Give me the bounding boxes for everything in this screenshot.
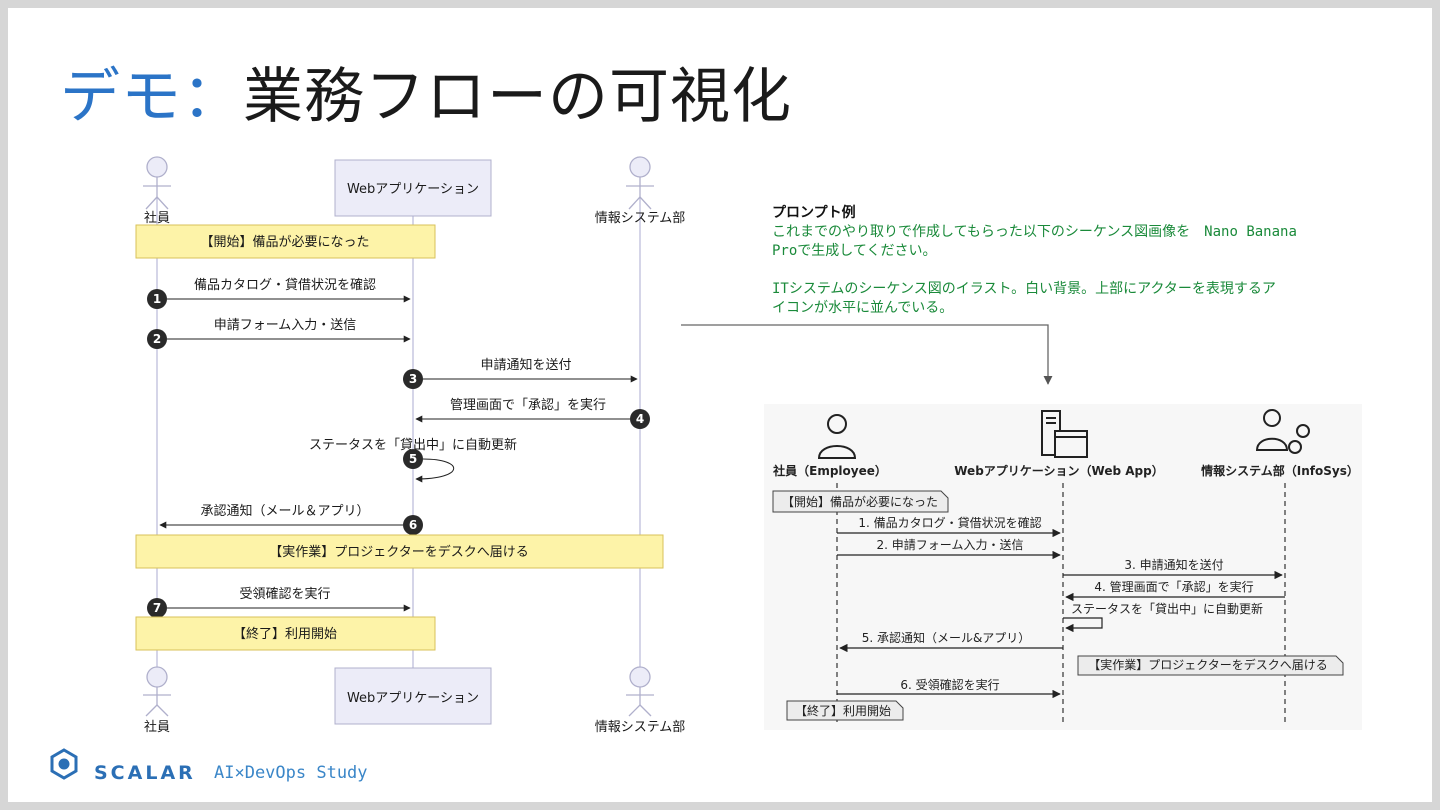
gen-step-self-label: ステータスを「貸出中」に自動更新 [1071, 601, 1263, 616]
gen-step-2-label: 2. 申請フォーム入力・送信 [877, 537, 1024, 552]
step-7-label: 受領確認を実行 [239, 586, 330, 602]
infosys-person-gear-icon [1255, 409, 1310, 454]
step-3-badge [403, 369, 423, 389]
gen-actor-employee-label: 社員（Employee） [772, 463, 887, 478]
title-accent: デモ： [60, 62, 243, 132]
note-end-label: 【終了】利用開始 [233, 626, 337, 642]
step-5-arrow [415, 458, 455, 483]
step-2-number: 2 [153, 332, 161, 346]
prompt-heading: プロンプト例 [772, 205, 856, 221]
actor-employee-bottom-label: 社員 [144, 719, 170, 735]
gen-note-end [786, 700, 904, 721]
actor-infosys-label: 情報システム部 [595, 211, 686, 226]
gen-note-work [1077, 655, 1344, 676]
slide-title: デモ：業務フローの可視化 [60, 48, 792, 135]
step-4-label: 管理画面で「承認」を実行 [450, 397, 606, 413]
step-2-label: 申請フォーム入力・送信 [214, 318, 357, 333]
footer-study: AI×DevOps Study [214, 763, 368, 783]
step-6-number: 6 [409, 518, 417, 532]
gen-step-5-label: 5. 承認通知（メール&アプリ） [862, 630, 1031, 645]
prompt-example: プロンプト例 これまでのやり取りで作成してもらった以下のシーケンス図画像を Na… [772, 204, 1392, 318]
step-5-badge [403, 449, 423, 469]
participant-webapp-bottom-box [334, 667, 492, 725]
actor-infosys-bottom-label: 情報システム部 [595, 720, 686, 735]
gen-actor-infosys-label: 情報システム部（InfoSys） [1201, 463, 1359, 478]
gen-step-self-arrow [1063, 617, 1103, 633]
step-5-number: 5 [409, 452, 417, 466]
generated-sequence-diagram: 社員（Employee） Webアプリケーション（Web App） 情報システム… [764, 404, 1362, 730]
gen-step-4-label: 4. 管理画面で「承認」を実行 [1094, 579, 1253, 594]
participant-webapp-box [334, 159, 492, 217]
step-3-number: 3 [409, 372, 417, 386]
connector-arrow [681, 324, 1053, 385]
gen-note-start [772, 490, 949, 513]
note-end [135, 616, 436, 651]
actor-employee-label: 社員 [144, 210, 170, 226]
step-1-number: 1 [153, 292, 161, 306]
step-1-badge [147, 289, 167, 309]
step-7-number: 7 [153, 601, 161, 615]
prompt-body: これまでのやり取りで作成してもらった以下のシーケンス図画像を Nano Bana… [772, 224, 1297, 316]
gen-note-start-label: 【開始】備品が必要になった [782, 494, 938, 509]
step-7-badge [147, 598, 167, 618]
gen-note-work-label: 【実作業】プロジェクターをデスクへ届ける [1088, 657, 1328, 672]
step-2-badge [147, 329, 167, 349]
step-3-label: 申請通知を送付 [480, 357, 571, 373]
participant-webapp-bottom-label: Webアプリケーション [347, 691, 479, 706]
server-app-icon [1041, 410, 1088, 458]
step-4-number: 4 [636, 412, 644, 426]
actor-employee-bottom-icon [143, 666, 171, 717]
gen-step-3-label: 3. 申請通知を送付 [1124, 557, 1223, 572]
step-5-label: ステータスを「貸出中」に自動更新 [309, 437, 517, 453]
left-sequence-diagram: 社員 Webアプリケーション 情報システム部 【開始】備品が必要になった 備品カ… [135, 156, 686, 735]
actor-infosys-bottom-icon [626, 666, 654, 717]
title-main: 業務フローの可視化 [243, 62, 792, 132]
gen-note-end-label: 【終了】利用開始 [795, 703, 891, 718]
step-4-badge [630, 409, 650, 429]
actor-infosys-icon [626, 156, 654, 210]
scalar-logo-icon [50, 748, 78, 780]
gen-actor-webapp-label: Webアプリケーション（Web App） [954, 463, 1163, 478]
actor-employee-icon [143, 156, 171, 210]
step-6-badge [403, 515, 423, 535]
employee-person-icon [817, 414, 857, 459]
participant-webapp-label: Webアプリケーション [347, 182, 479, 197]
gen-step-6-label: 6. 受領確認を実行 [900, 677, 999, 692]
note-start [135, 224, 436, 259]
step-6-label: 承認通知（メール＆アプリ） [200, 503, 369, 519]
note-work-label: 【実作業】プロジェクターをデスクへ届ける [269, 544, 528, 560]
note-work [135, 534, 664, 569]
footer-brand: SCALAR [94, 762, 196, 784]
note-start-label: 【開始】備品が必要になった [200, 234, 369, 250]
step-1-label: 備品カタログ・貸借状況を確認 [194, 277, 376, 293]
gen-step-1-label: 1. 備品カタログ・貸借状況を確認 [858, 515, 1041, 530]
